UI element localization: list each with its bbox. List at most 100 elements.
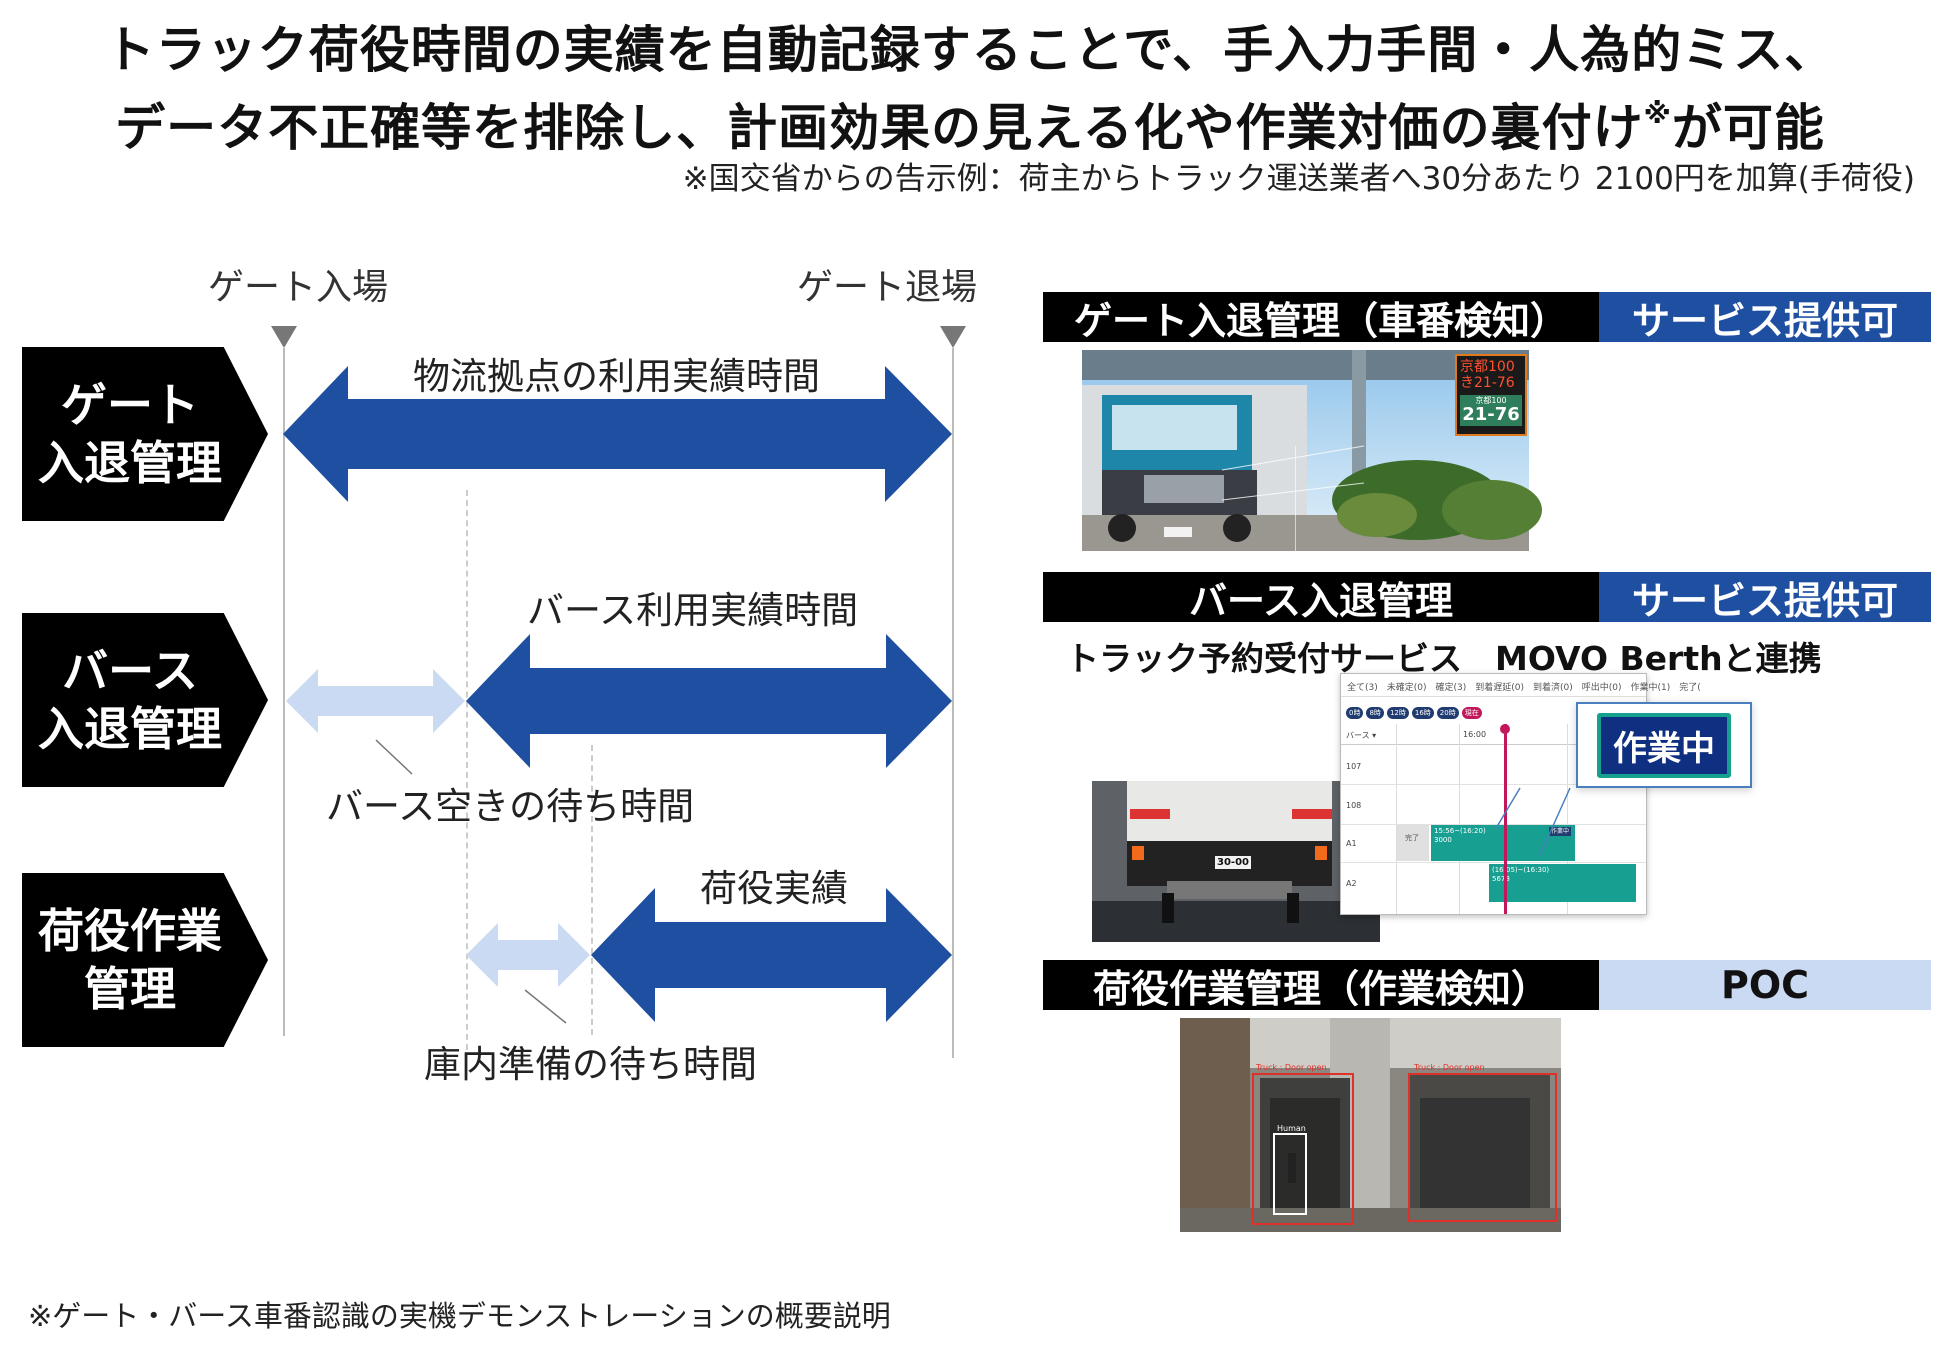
- row-label-handling-line2: 管理: [84, 962, 176, 1016]
- schedule-col-line: [1396, 724, 1397, 914]
- gate-service-bar: ゲート入退管理（車番検知） サービス提供可: [1043, 292, 1931, 343]
- handling-start-guide: [591, 745, 593, 1035]
- block1-status-tag: 作業中: [1548, 827, 1571, 836]
- row-label-gate-line2: 入退管理: [38, 436, 222, 490]
- title-line-2: データ不正確等を排除し、計画効果の見える化や作業対価の裏付け※が可能: [0, 82, 1940, 160]
- warehouse-scene: [1180, 1018, 1561, 1232]
- row-sep-3: [1341, 862, 1646, 863]
- header-note: ※国交省からの告示例：荷主からトラック運送業者へ30分あたり 2100円を加算(…: [682, 161, 1915, 197]
- timeline-arrows: [283, 366, 952, 1024]
- gate-camera-scene: [1082, 350, 1542, 551]
- block2-time: (16:05)~(16:30): [1492, 866, 1550, 874]
- detection-box-human: Human: [1273, 1124, 1307, 1215]
- berth-wait-leader: [375, 739, 413, 775]
- detection-label-right: Truck : Door open: [1414, 1063, 1485, 1072]
- gate-service-name: ゲート入退管理（車番検知）: [1043, 292, 1599, 343]
- row-label-gate: ゲート 入退管理: [22, 347, 268, 521]
- pill-20[interactable]: 20時: [1436, 707, 1459, 719]
- handling-service-name: 荷役作業管理（作業検知）: [1043, 960, 1599, 1011]
- schedule-block-a2[interactable]: (16:05)~(16:30) 5678: [1489, 864, 1636, 902]
- row-label-handling-line1: 荷役作業: [38, 904, 222, 958]
- schedule-divider: [1341, 696, 1646, 697]
- schedule-head-line: [1341, 744, 1646, 745]
- row-sep-2: [1341, 824, 1646, 825]
- rear-plate: 30-00: [1215, 856, 1251, 869]
- gate-camera-photo: 京都100 き21-76 京都100 21-76: [1082, 350, 1542, 551]
- schedule-col-line-2: [1459, 724, 1460, 914]
- prep-wait-leader: [524, 989, 567, 1024]
- callout-leaders: [1494, 787, 1571, 856]
- gate-out-marker-icon: [940, 326, 966, 348]
- current-time-line: [1504, 724, 1507, 914]
- gate-service-status: サービス提供可: [1599, 292, 1931, 343]
- row-label-berth-line2: 入退管理: [38, 702, 222, 756]
- berth-wait-label: バース空きの待ち時間: [326, 785, 695, 828]
- plate-text-line1: 京都100: [1460, 359, 1515, 375]
- schedule-row-a2: A2: [1346, 879, 1357, 888]
- berth-wait-arrow: [286, 669, 465, 733]
- berth-usage-arrow: [466, 634, 952, 768]
- block1-num: 3000: [1434, 836, 1452, 844]
- handling-camera-photo: Truck : Door open Human Truck : Door ope…: [1180, 1018, 1561, 1232]
- site-usage-label: 物流拠点の利用実績時間: [413, 355, 820, 398]
- title-line-2-end: が可能: [1671, 99, 1825, 157]
- schedule-row-108: 108: [1346, 801, 1362, 810]
- site-usage-arrow: [283, 366, 952, 502]
- schedule-berth-select[interactable]: バース ▾: [1346, 731, 1377, 740]
- done-block[interactable]: 完了: [1397, 825, 1429, 861]
- gate-in-line: [283, 348, 285, 1036]
- footnote: ※ゲート・バース車番認識の実機デモンストレーションの概要説明: [28, 1299, 891, 1333]
- pill-8[interactable]: 8時: [1366, 707, 1384, 719]
- plate-crop-big: 21-76: [1462, 404, 1520, 425]
- gate-out-label: ゲート退場: [797, 267, 978, 308]
- detection-label-human: Human: [1277, 1124, 1306, 1133]
- handling-arrow: [591, 888, 952, 1022]
- pill-16[interactable]: 16時: [1411, 707, 1434, 719]
- handling-service-status: POC: [1599, 960, 1931, 1010]
- row-label-handling: 荷役作業 管理: [22, 873, 268, 1047]
- block2-num: 5678: [1492, 875, 1510, 883]
- detection-box-door-right: Truck : Door open: [1408, 1063, 1557, 1222]
- detection-box-door-left: Truck : Door open: [1252, 1063, 1354, 1225]
- detection-label-left: Truck : Door open: [1256, 1063, 1327, 1072]
- status-callout-badge: 作業中: [1597, 712, 1731, 778]
- current-time-dot: [1500, 724, 1510, 734]
- prep-wait-label: 庫内準備の待ち時間: [424, 1043, 757, 1086]
- gate-in-marker-icon: [271, 326, 297, 348]
- done-tag: 完了: [1405, 834, 1419, 842]
- plate-crop-small: 京都100: [1475, 396, 1507, 405]
- pill-0[interactable]: 0時: [1346, 707, 1364, 719]
- schedule-filters: 全て(3) 未確定(0) 確定(3) 到着遅延(0) 到着済(0) 呼出中(0)…: [1347, 683, 1701, 693]
- schedule-row-a1: A1: [1346, 839, 1357, 848]
- berth-start-guide: [466, 490, 468, 1050]
- schedule-time-label: 16:00: [1463, 730, 1487, 739]
- plate-text-line2: き21-76: [1460, 375, 1515, 391]
- prep-wait-arrow: [466, 923, 590, 987]
- title-note-mark: ※: [1643, 97, 1672, 130]
- row-sep-1: [1341, 784, 1646, 785]
- berth-service-bar: バース入退管理 サービス提供可: [1043, 572, 1931, 623]
- gate-out-line: [952, 348, 954, 1058]
- handling-label: 荷役実績: [700, 867, 848, 910]
- pill-now[interactable]: 現在: [1461, 707, 1482, 719]
- row-label-berth: バース 入退管理: [22, 613, 268, 787]
- pill-12[interactable]: 12時: [1386, 707, 1409, 719]
- title-line-2-main: データ不正確等を排除し、計画効果の見える化や作業対価の裏付け: [115, 99, 1644, 157]
- berth-service-name: バース入退管理: [1043, 572, 1599, 623]
- berth-service-status: サービス提供可: [1599, 572, 1931, 623]
- status-callout: 作業中: [1576, 702, 1752, 788]
- row-label-berth-line1: バース: [62, 644, 198, 698]
- berth-usage-label: バース利用実績時間: [527, 589, 859, 632]
- truck-rear-photo: 30-00: [1092, 781, 1380, 942]
- block1-time: 15:56~(16:20): [1434, 827, 1486, 835]
- title-line-1: トラック荷役時間の実績を自動記録することで、手入力手間・人為的ミス、: [104, 21, 1836, 79]
- detected-plate-panel: 京都100 き21-76 京都100 21-76: [1455, 354, 1527, 436]
- handling-service-bar: 荷役作業管理（作業検知） POC: [1043, 960, 1931, 1011]
- schedule-col-line-3: [1567, 724, 1568, 914]
- row-label-gate-line1: ゲート: [61, 378, 199, 432]
- gate-in-label: ゲート入場: [208, 267, 389, 308]
- schedule-time-pills: 0時 8時 12時 16時 20時 現在: [1346, 707, 1482, 719]
- berth-schedule-screenshot: 全て(3) 未確定(0) 確定(3) 到着遅延(0) 到着済(0) 呼出中(0)…: [1340, 673, 1701, 915]
- plate-crop: 京都100 21-76: [1460, 395, 1522, 426]
- schedule-row-107: 107: [1346, 762, 1362, 771]
